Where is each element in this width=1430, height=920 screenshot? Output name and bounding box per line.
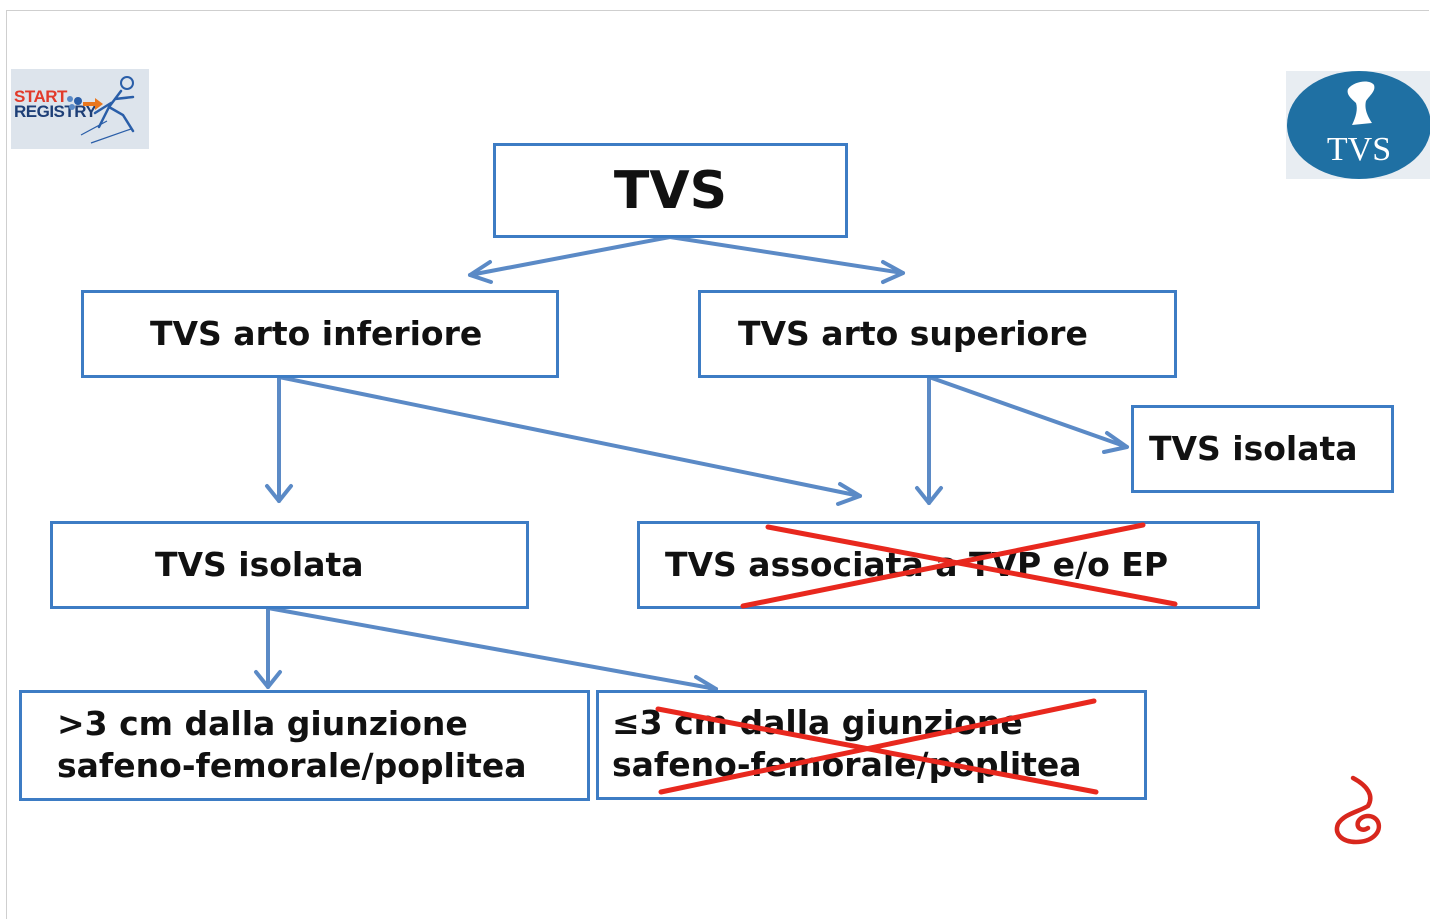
slide-frame xyxy=(6,10,1429,919)
near-line1-label: ≤3 cm dalla giunzione xyxy=(612,703,1023,742)
lower-isolated-label: TVS isolata xyxy=(155,545,364,585)
associated-label: TVS associata a TVP e/o EP xyxy=(665,545,1169,585)
logo-start-text: START xyxy=(14,87,67,106)
lower-limb-box: TVS arto inferiore xyxy=(81,290,559,378)
far-line1-label: >3 cm dalla giunzione xyxy=(57,704,468,743)
runner-icon xyxy=(67,76,135,144)
logo-registry-text: REGISTRY xyxy=(14,102,97,121)
associated-cross-line-1 xyxy=(765,524,1178,607)
leg-icon xyxy=(1347,81,1375,125)
upper-isolated-label: TVS isolata xyxy=(1149,429,1358,469)
root-tvs-box: TVS xyxy=(493,143,848,238)
near-cross-line-1 xyxy=(655,706,1099,795)
upper-limb-label: TVS arto superiore xyxy=(738,314,1088,354)
lower-isolated-box: TVS isolata xyxy=(50,521,529,609)
upper-limb-box: TVS arto superiore xyxy=(698,290,1177,378)
associated-cross-line-2 xyxy=(740,522,1146,609)
tvs-logo-text: TVS xyxy=(1326,131,1392,168)
lower-limb-label: TVS arto inferiore xyxy=(150,314,483,354)
far-from-junction-box: >3 cm dalla giunzione safeno-femorale/po… xyxy=(19,690,590,801)
far-line2-label: safeno-femorale/poplitea xyxy=(57,746,527,785)
tvs-logo: TVS xyxy=(1286,71,1430,179)
spiral-logo-icon xyxy=(1334,775,1382,845)
upper-isolated-box: TVS isolata xyxy=(1131,405,1394,493)
start-registry-logo: START REGISTRY xyxy=(11,69,149,149)
root-tvs-label: TVS xyxy=(613,160,728,221)
near-cross-line-2 xyxy=(658,698,1097,795)
